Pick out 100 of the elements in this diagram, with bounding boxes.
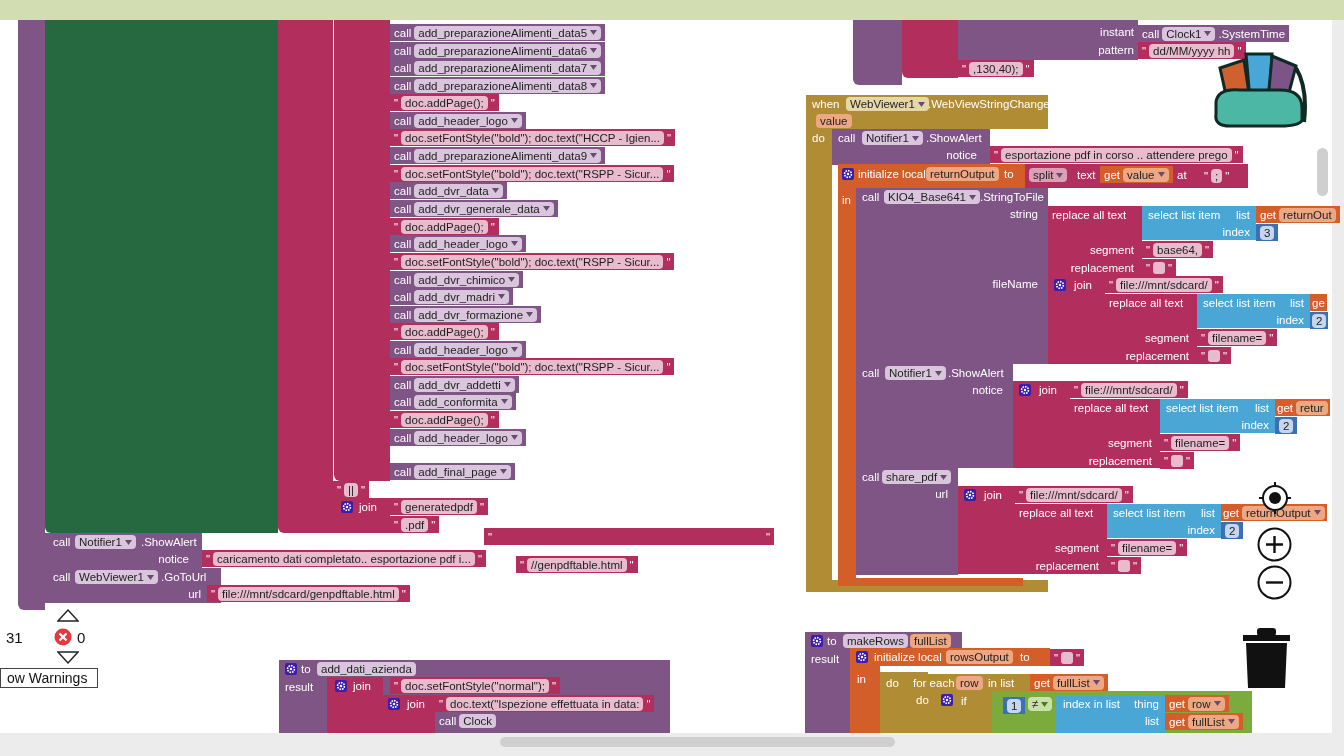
text-value: caricamento dati completato.. esportazione pdf i...	[213, 551, 475, 566]
block-label: join	[359, 500, 377, 514]
block-label: list	[1200, 506, 1215, 520]
procedure-call-block	[390, 147, 606, 164]
quote-mark: "	[962, 61, 967, 76]
text-value: file:///mnt/sdcard/	[1116, 277, 1212, 292]
text-value: file:///mnt/sdcard/	[1081, 382, 1177, 397]
block-label: replacement	[1035, 559, 1099, 573]
text-value: ,130,40);	[969, 61, 1023, 76]
dropdown: Clock1	[1162, 26, 1216, 41]
quote-mark: "	[765, 529, 770, 544]
block-label: get	[1034, 675, 1050, 690]
block-label: .SystemTime	[1218, 26, 1286, 41]
number-block	[1275, 417, 1298, 434]
dropdown: KIO4_Base641	[884, 190, 980, 204]
quote-mark: "	[206, 551, 211, 566]
method-call-block	[45, 568, 221, 603]
block-label: .ShowAlert	[141, 535, 197, 549]
procedure-call-block	[390, 112, 526, 129]
block-label: url	[188, 587, 201, 601]
quote-mark: "	[520, 557, 525, 572]
quote-mark: "	[1237, 43, 1242, 58]
block-label: join	[1039, 383, 1057, 397]
quote-mark: "	[551, 678, 556, 693]
number-value: 2	[1279, 418, 1294, 433]
quote-mark: "	[431, 517, 436, 532]
quote-mark: "	[401, 586, 406, 601]
quote-mark: "	[1133, 558, 1138, 573]
dropdown: add_preparazioneAlimenti_data8	[414, 78, 602, 93]
quote-mark: "	[394, 166, 399, 181]
text-block	[390, 516, 440, 533]
quote-mark: "	[1076, 650, 1081, 665]
block-label: .ShowAlert	[926, 131, 982, 145]
name-field: row	[956, 676, 983, 690]
text-block	[1142, 241, 1214, 258]
block-label: call	[862, 366, 880, 380]
block-label: url	[935, 487, 948, 501]
quote-mark: "	[666, 166, 671, 181]
text-block	[207, 585, 410, 602]
block-label: call	[1142, 26, 1160, 41]
get-variable-block	[1275, 399, 1330, 416]
block-label: get	[1104, 167, 1120, 182]
dropdown: add_dvr_formazione	[414, 307, 538, 322]
quote-mark: "	[1111, 558, 1116, 573]
text-block	[390, 165, 675, 182]
quote-mark: "	[394, 499, 399, 514]
join-block	[327, 677, 383, 733]
block-label: replace all text	[1109, 296, 1184, 310]
quote-mark: "	[1205, 242, 1210, 257]
procedure-call-block	[390, 24, 606, 41]
block-label: for each	[913, 676, 955, 690]
block-label: call	[862, 190, 880, 204]
quote-mark: "	[1164, 453, 1169, 468]
name-field: Clock	[459, 713, 497, 728]
quote-mark: "	[1214, 277, 1219, 292]
quote-mark: "	[490, 95, 495, 110]
name-field: retur	[1296, 400, 1328, 415]
text-value: dd/MM/yyyy hh	[1149, 43, 1235, 58]
block-label: replace all text	[1052, 208, 1127, 222]
quote-mark: "	[337, 482, 342, 497]
compare-block	[992, 691, 1252, 733]
dropdown: add_header_logo	[414, 236, 522, 251]
dropdown: add_dvr_generale_data	[414, 201, 554, 216]
block-label: get	[1223, 505, 1239, 520]
procedure-call-block	[390, 200, 558, 217]
text-value: doc.addPage();	[401, 324, 488, 339]
quote-mark: "	[1074, 382, 1079, 397]
text-block	[390, 218, 499, 235]
dropdown: add_final_page	[414, 464, 511, 479]
block-label: .ShowAlert	[948, 366, 1004, 380]
procedure-call-block	[390, 341, 526, 358]
block-label: notice	[158, 552, 189, 566]
procedure-call-block	[390, 463, 515, 480]
block-label: replace all text	[1074, 401, 1149, 415]
dropdown: split	[1029, 168, 1068, 182]
text-value: doc.setFontStyle("bold"); doc.text("RSPP - Sicur...	[401, 254, 664, 269]
procedure-call-block	[390, 306, 542, 323]
name-field: rowsOutput	[946, 650, 1013, 664]
block-label: fileName	[992, 277, 1038, 291]
block-label: call	[394, 342, 412, 357]
procedure-call-block	[390, 235, 526, 252]
text-block	[990, 146, 1243, 163]
quote-mark: "	[1179, 540, 1184, 555]
block-label: .StringToFile	[980, 190, 1044, 204]
block-label: list	[1254, 401, 1269, 415]
join-block	[383, 695, 435, 733]
block-body	[334, 20, 390, 481]
procedure-call-block	[390, 271, 524, 288]
text-block	[1107, 557, 1142, 574]
dropdown: returnOutput	[1242, 505, 1325, 520]
dropdown: Notifier1	[75, 535, 136, 549]
block-body	[902, 20, 958, 78]
replace-text-block	[1015, 504, 1107, 574]
block-label: .GoToUrl	[161, 570, 207, 584]
quote-mark: "	[361, 482, 366, 497]
name-field: returnOutput	[926, 167, 999, 181]
text-value: ;	[1211, 168, 1223, 183]
quote-mark: "	[1168, 260, 1173, 275]
block-label: get	[1260, 207, 1276, 222]
number-block	[1256, 224, 1279, 241]
